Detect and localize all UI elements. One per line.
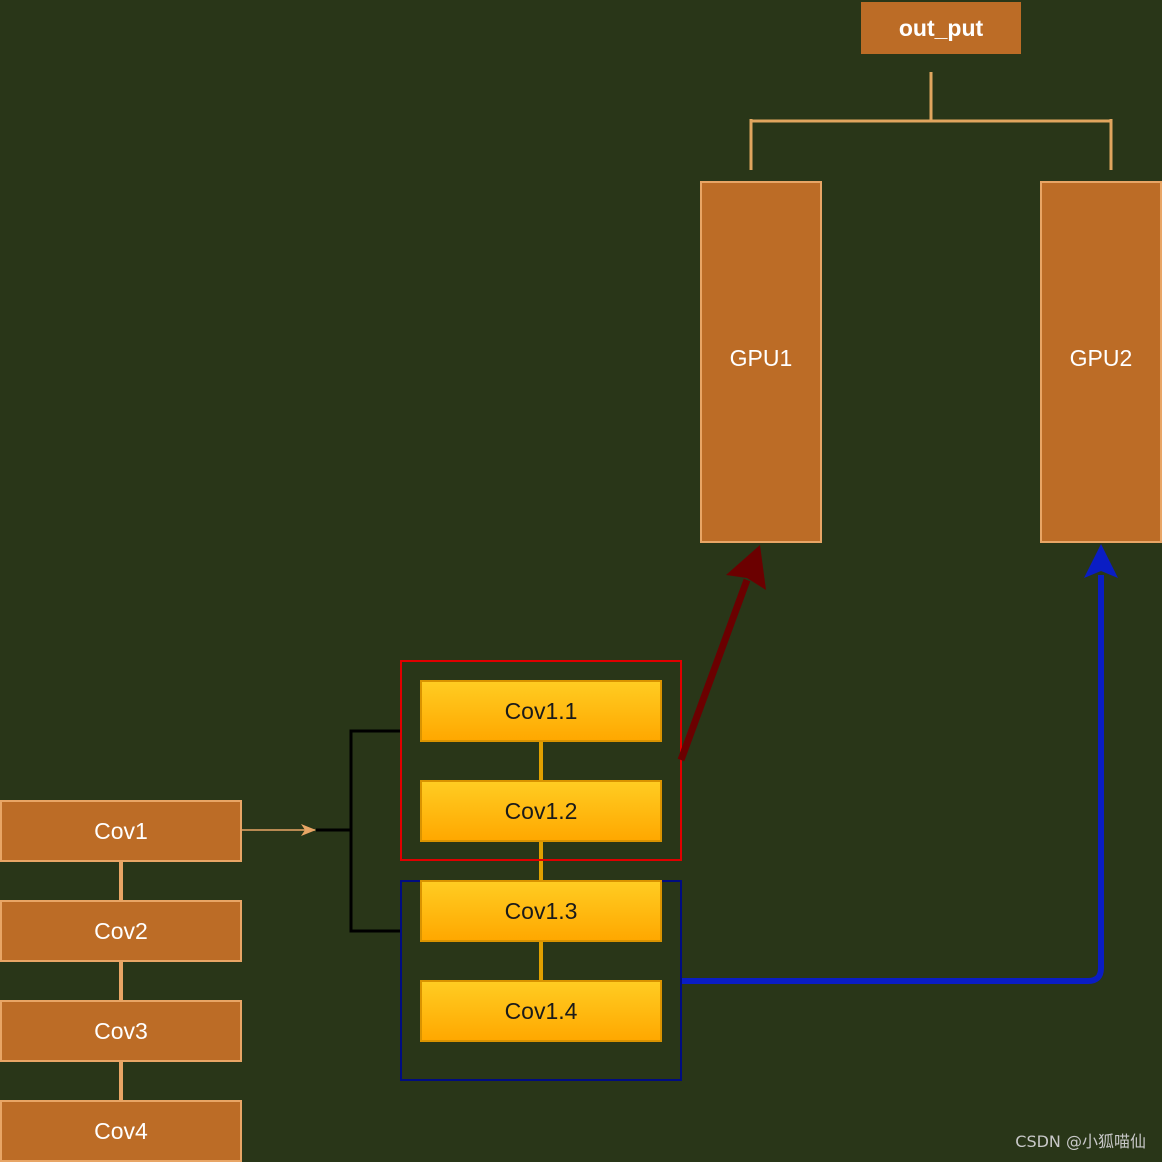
gpu1-node: GPU1: [700, 181, 822, 543]
gpu2-label: GPU2: [1069, 345, 1133, 371]
cov1-4-node: Cov1.4: [420, 980, 662, 1042]
gpu1-label: GPU1: [729, 345, 793, 371]
cov3-node: Cov3: [0, 1000, 242, 1062]
output-connector: [749, 72, 1113, 170]
split-bracket: [316, 729, 401, 933]
blue-arrow-to-gpu2: [682, 575, 1104, 984]
red-arrowhead: [726, 545, 766, 590]
cov1-3-node: Cov1.3: [420, 880, 662, 942]
cov1-1-node: Cov1.1: [420, 680, 662, 742]
cov2-node: Cov2: [0, 900, 242, 962]
cov1-node: Cov1: [0, 800, 242, 862]
red-arrow-to-gpu1: [677, 578, 751, 762]
cov4-node: Cov4: [0, 1100, 242, 1162]
red-group-frame: [400, 660, 682, 861]
output-node: out_put: [861, 2, 1021, 54]
watermark-text: CSDN @小狐喵仙: [1015, 1132, 1146, 1151]
cov1-to-split-arrowhead: [301, 824, 316, 836]
gpu2-node: GPU2: [1040, 181, 1162, 543]
blue-arrowhead: [1084, 544, 1118, 578]
cov1-2-node: Cov1.2: [420, 780, 662, 842]
